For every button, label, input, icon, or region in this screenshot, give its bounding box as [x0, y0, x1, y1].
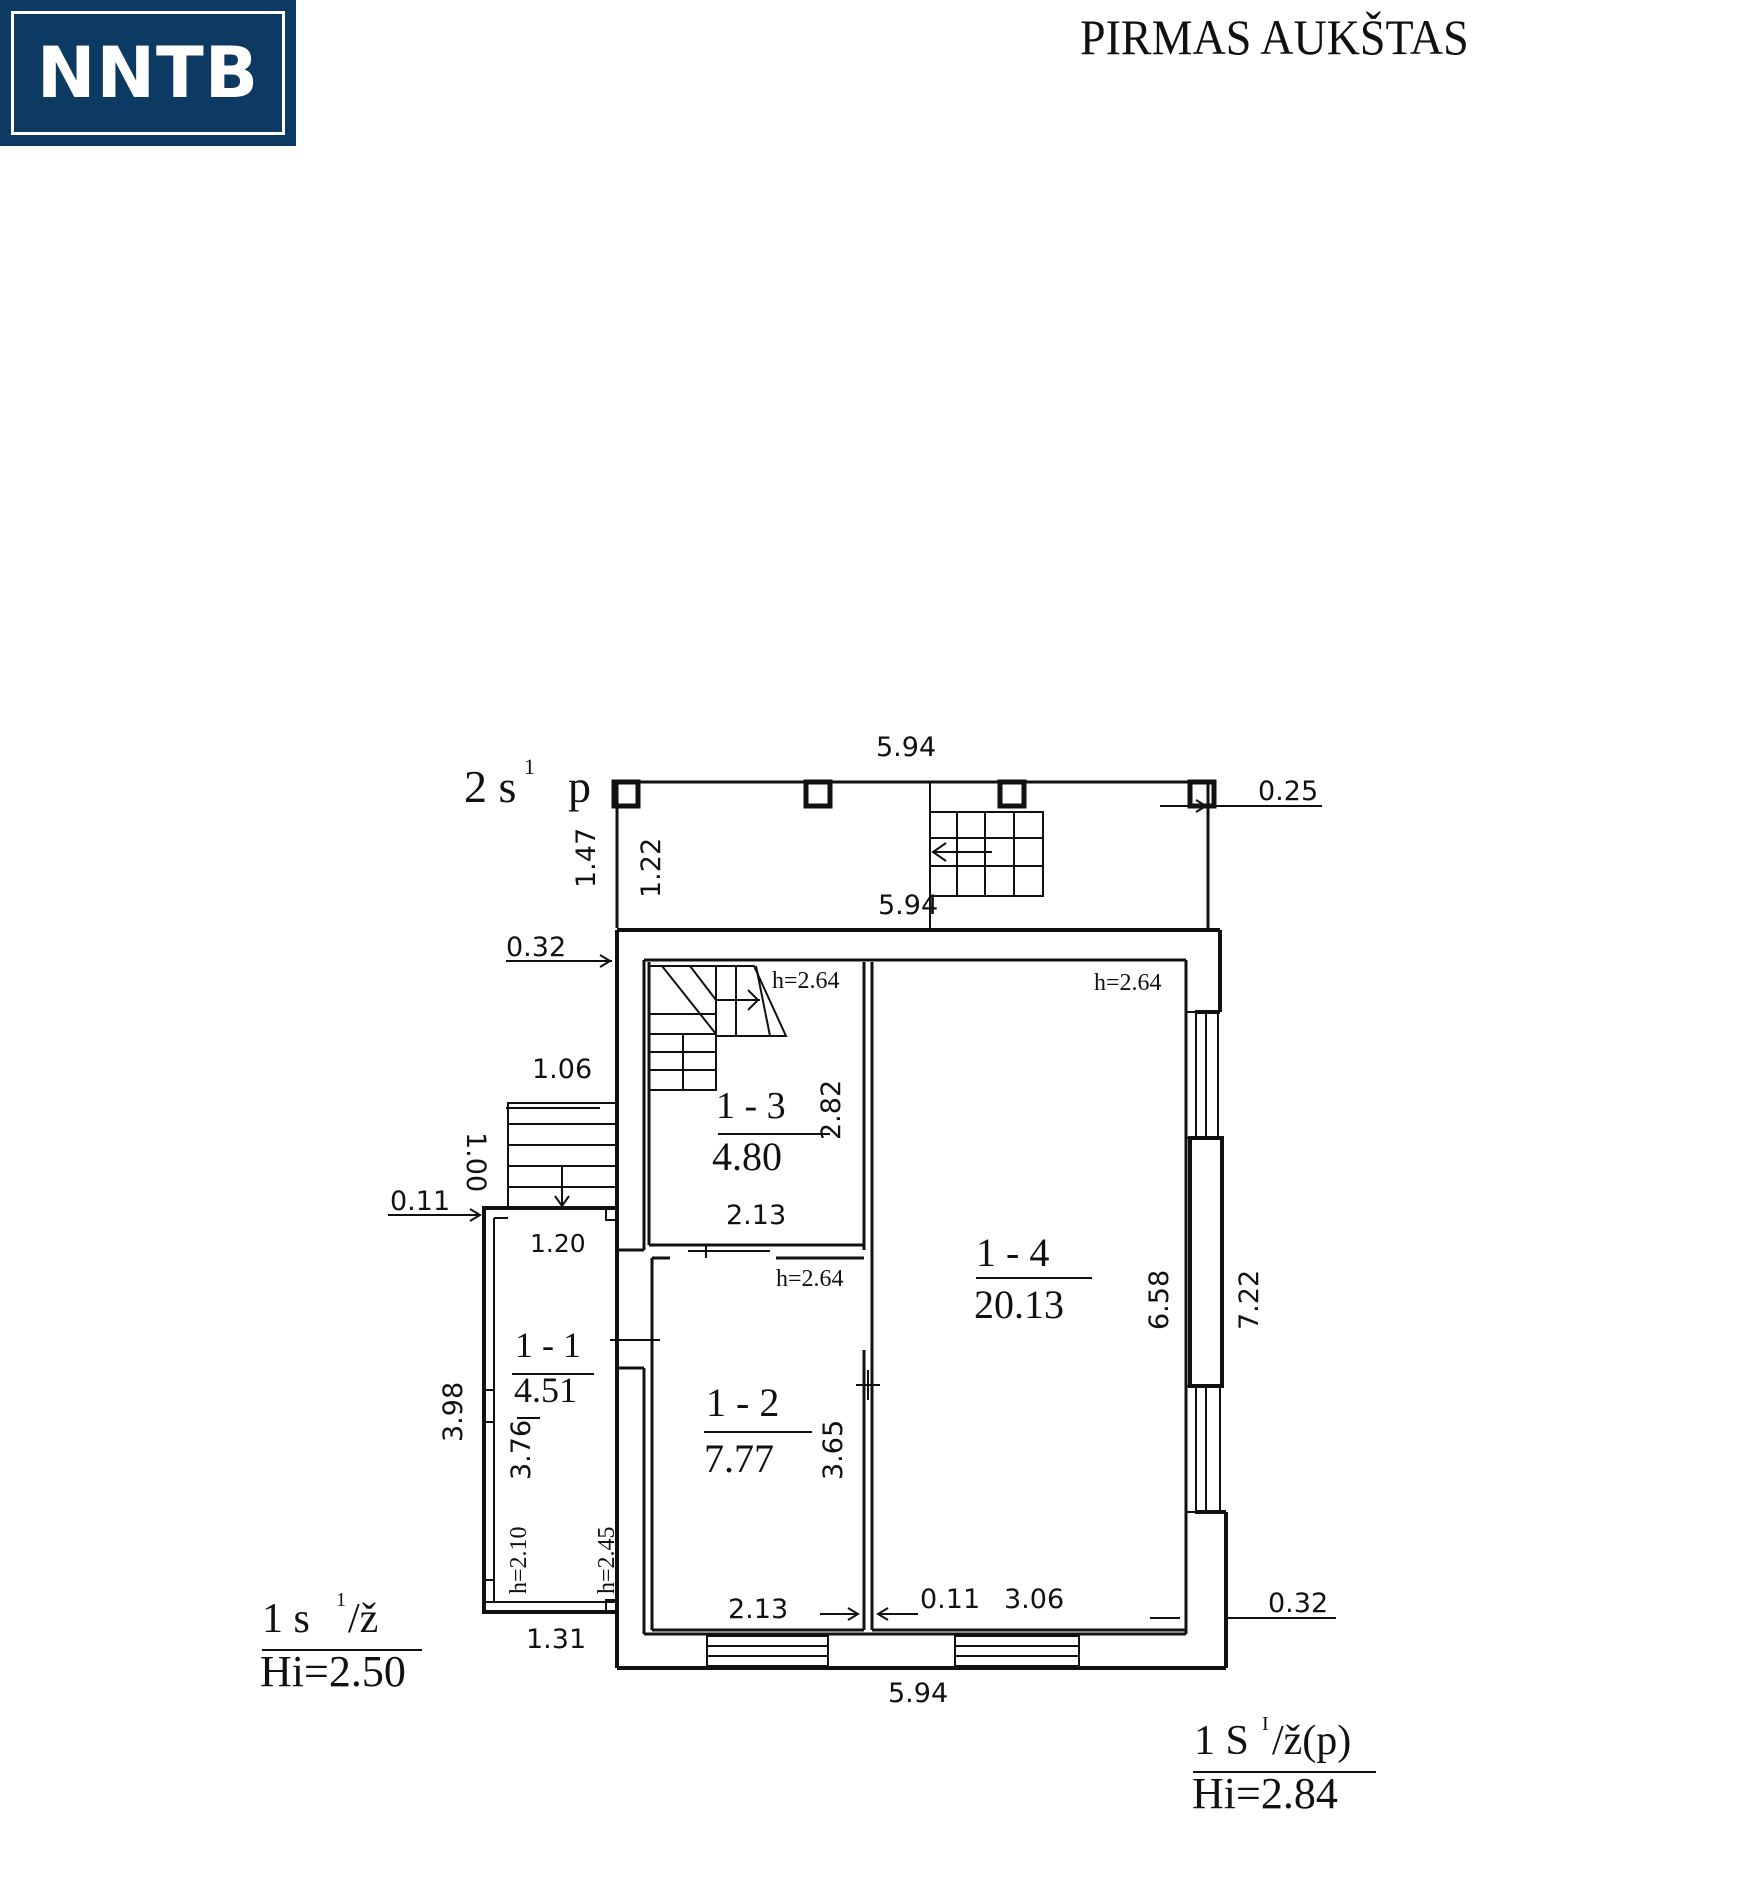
dim-vestibule-outer-height: 3.98: [438, 1382, 469, 1442]
dim-outer-height-right: 7.22: [1234, 1270, 1265, 1330]
windows-right: [1185, 1011, 1224, 1513]
legend-right-line1-sup: I: [1262, 1713, 1269, 1735]
dim-room12-width: 2.13: [728, 1594, 788, 1625]
interior-staircase: [650, 965, 788, 1091]
terrace-label-suffix: p: [568, 761, 591, 812]
legend-right-line1-a: 1 S: [1194, 1718, 1249, 1764]
room-1-2-area: 7.77: [704, 1436, 774, 1481]
room-1-1-area: 4.51: [514, 1370, 577, 1410]
dim-room14-h: h=2.64: [1094, 970, 1162, 996]
terrace-label-text: 2 s: [464, 761, 516, 812]
terrace-label: 2 s 1 p: [464, 754, 591, 812]
dim-vestibule-inner-height: 3.76: [506, 1420, 537, 1480]
dim-room14-width: 3.06: [1004, 1584, 1064, 1615]
legend-underlines: [262, 1133, 1376, 1773]
dimension-labels: 5.94 5.94 0.25 1.47 1.22 0.32 1.06 1.00 …: [390, 732, 1328, 1709]
dim-wall-left: 0.32: [506, 932, 566, 963]
legend-left-line1-b: /ž: [348, 1596, 378, 1642]
legend-right: 1 S I /ž(p) Hi=2.84: [1192, 1713, 1351, 1818]
legend-left-line1-a: 1 s: [262, 1596, 310, 1642]
legend-left-line1-sup: 1: [336, 1589, 346, 1611]
legend-right-line2: Hi=2.84: [1192, 1769, 1338, 1818]
room-labels: 1 - 3 4.80 1 - 1 4.51 1 - 2 7.77 1 - 4 2…: [514, 1085, 1064, 1481]
dim-terrace-depth-outer: 1.47: [571, 828, 602, 888]
room-1-3-area: 4.80: [712, 1134, 782, 1179]
dim-vestibule-h-left: h=2.10: [506, 1526, 532, 1594]
dim-vestibule-bottom: 1.31: [526, 1624, 586, 1655]
dim-room13-width: 2.13: [726, 1200, 786, 1231]
dim-top-total: 5.94: [876, 732, 936, 763]
legend-left: 1 s 1 /ž Hi=2.50: [260, 1589, 406, 1696]
room-1-2-id: 1 - 2: [706, 1380, 779, 1425]
dim-room13-h: h=2.64: [772, 968, 840, 994]
room-1-3-id: 1 - 3: [716, 1085, 786, 1127]
dim-vestibule-width: 1.20: [530, 1229, 586, 1258]
terrace-posts: [611, 779, 1217, 809]
dim-room12-h: h=2.64: [776, 1266, 844, 1292]
nntb-logo-text: NNTB: [11, 11, 285, 135]
dim-room13-height: 2.82: [816, 1080, 847, 1140]
dim-terrace-inner: 5.94: [878, 890, 938, 921]
nntb-logo: NNTB: [0, 0, 296, 146]
room-1-4-area: 20.13: [974, 1282, 1064, 1327]
page-title: PIRMAS AUKŠTAS: [1080, 9, 1469, 65]
dim-room14-height: 6.58: [1144, 1270, 1175, 1330]
entry-steps: [507, 1102, 618, 1209]
dim-partition: 0.11: [920, 1584, 980, 1615]
dim-vestibule-wall: 0.11: [390, 1186, 450, 1217]
legend-right-line1-b: /ž(p): [1272, 1718, 1351, 1764]
room-1-4-id: 1 - 4: [976, 1230, 1049, 1275]
terrace-label-sup: 1: [524, 754, 535, 779]
exterior-walls: [615, 928, 1228, 1670]
dim-wall-right: 0.32: [1268, 1588, 1328, 1619]
terrace-stairs: [929, 811, 1044, 897]
dim-entry-steps-depth: 1.00: [460, 1132, 491, 1192]
dim-vestibule-h-right: h=2.45: [594, 1526, 620, 1594]
windows-bottom: [706, 1635, 1080, 1667]
legend-left-line2: Hi=2.50: [260, 1647, 406, 1696]
dim-bottom-total: 5.94: [888, 1678, 948, 1709]
dimension-lines: [388, 799, 1336, 1621]
dim-entry-steps-width: 1.06: [532, 1054, 592, 1085]
dim-terrace-depth-inner: 1.22: [636, 838, 667, 898]
interior-walls: [610, 962, 1186, 1632]
dim-terrace-post: 0.25: [1258, 776, 1318, 807]
dim-room12-height: 3.65: [818, 1420, 849, 1480]
room-1-1-id: 1 - 1: [515, 1325, 581, 1365]
